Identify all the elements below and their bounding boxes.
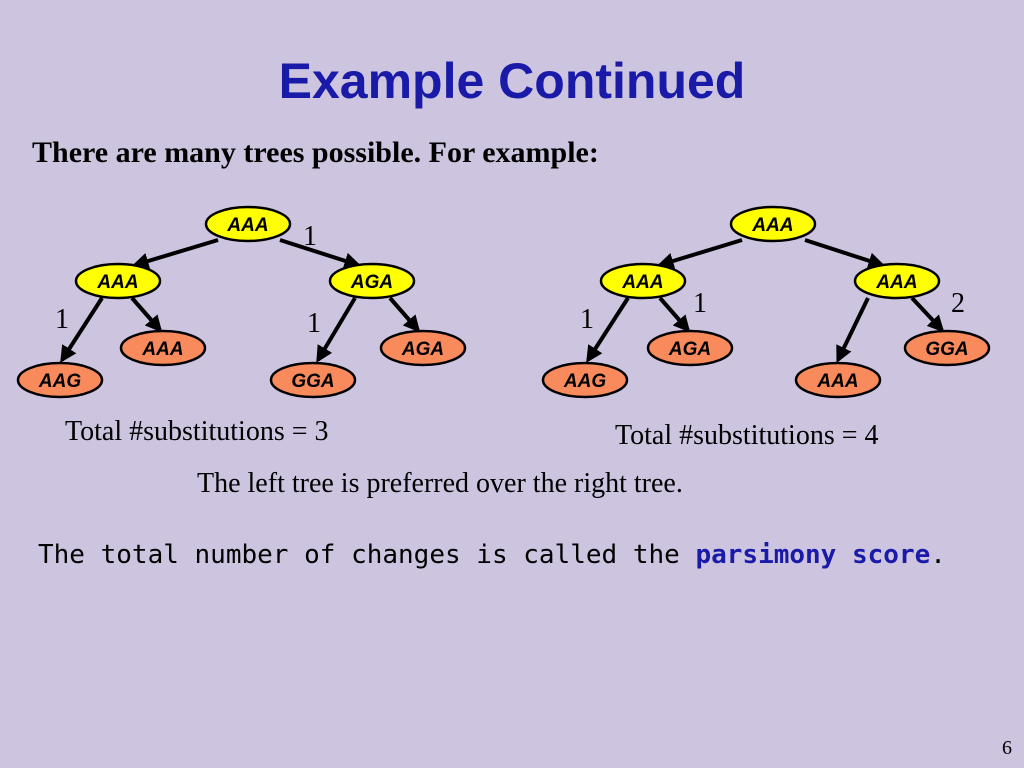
preference-statement: The left tree is preferred over the righ…: [197, 468, 683, 499]
right-leaf1-label: AAG: [563, 371, 606, 392]
left-leaf1-node: AAG: [16, 361, 104, 399]
right-leaf4-node: GGA: [903, 329, 991, 367]
left-edge-label-root-right: 1: [303, 221, 317, 252]
right-leaf4-label: GGA: [925, 339, 968, 360]
left-leaf3-node: GGA: [269, 361, 357, 399]
page-number: 6: [1002, 737, 1012, 759]
left-leftchild-label: AAA: [96, 272, 138, 293]
right-edge-rightchild-leaf3: [836, 297, 870, 364]
right-leaf3-label: AAA: [816, 371, 858, 392]
slide-subtitle: There are many trees possible. For examp…: [32, 136, 599, 169]
left-rightchild-node: AGA: [328, 262, 416, 300]
left-root-label: AAA: [226, 215, 268, 236]
right-rightchild-label: AAA: [875, 272, 917, 293]
right-leaf3-node: AAA: [794, 361, 882, 399]
right-rightchild-node: AAA: [853, 262, 941, 300]
right-edge-leftchild-leaf1: [586, 296, 630, 363]
left-leaf1-label: AAG: [38, 371, 81, 392]
parsimony-score-term: parsimony score: [695, 540, 931, 570]
left-total-substitutions: Total #substitutions = 3: [65, 416, 329, 447]
right-edge-label-left-leaf1: 1: [580, 304, 594, 335]
left-leaf2-label: AAA: [141, 339, 183, 360]
right-edge-root-rightchild: [804, 238, 886, 269]
left-leaf2-node: AAA: [119, 329, 207, 367]
left-edge-rightchild-leaf3: [316, 296, 357, 363]
left-leaf4-label: AGA: [401, 339, 444, 360]
right-edge-label-left-leaf2: 1: [693, 288, 707, 319]
right-edge-leftchild-leaf2: [658, 296, 691, 333]
left-edge-label-right-leaf3: 1: [307, 308, 321, 339]
right-root-label: AAA: [751, 215, 793, 236]
right-leaf2-node: AGA: [646, 329, 734, 367]
right-total-substitutions: Total #substitutions = 4: [615, 420, 879, 451]
definition-prefix: The total number of changes is called th…: [38, 540, 696, 570]
right-edge-root-leftchild: [656, 238, 743, 270]
left-edge-leftchild-leaf1: [60, 296, 104, 363]
left-edge-leftchild-leaf2: [130, 296, 163, 333]
left-edge-root-leftchild: [131, 238, 219, 270]
right-leftchild-label: AAA: [621, 272, 663, 293]
left-leaf4-node: AGA: [379, 329, 467, 367]
right-edge-rightchild-leaf4: [910, 296, 945, 333]
right-edge-label-right-leaf4: 2: [951, 288, 965, 319]
left-tree: AAA AAA AGA AAG AAA GGA: [16, 205, 467, 399]
left-rightchild-label: AGA: [350, 272, 393, 293]
left-edge-label-left-leaf1: 1: [55, 304, 69, 335]
left-edge-rightchild-leaf4: [388, 296, 421, 333]
left-leftchild-node: AAA: [74, 262, 162, 300]
left-root-node: AAA: [204, 205, 292, 243]
definition-suffix: .: [930, 540, 946, 570]
right-tree: AAA AAA AAA AAG AGA AAA: [541, 205, 991, 399]
left-leaf3-label: GGA: [291, 371, 334, 392]
definition-line: The total number of changes is called th…: [38, 540, 946, 570]
right-leaf1-node: AAG: [541, 361, 629, 399]
right-root-node: AAA: [729, 205, 817, 243]
left-edge-root-rightchild: [279, 238, 362, 269]
right-leaf2-label: AGA: [668, 339, 711, 360]
right-leftchild-node: AAA: [599, 262, 687, 300]
slide-title: Example Continued: [278, 53, 746, 109]
